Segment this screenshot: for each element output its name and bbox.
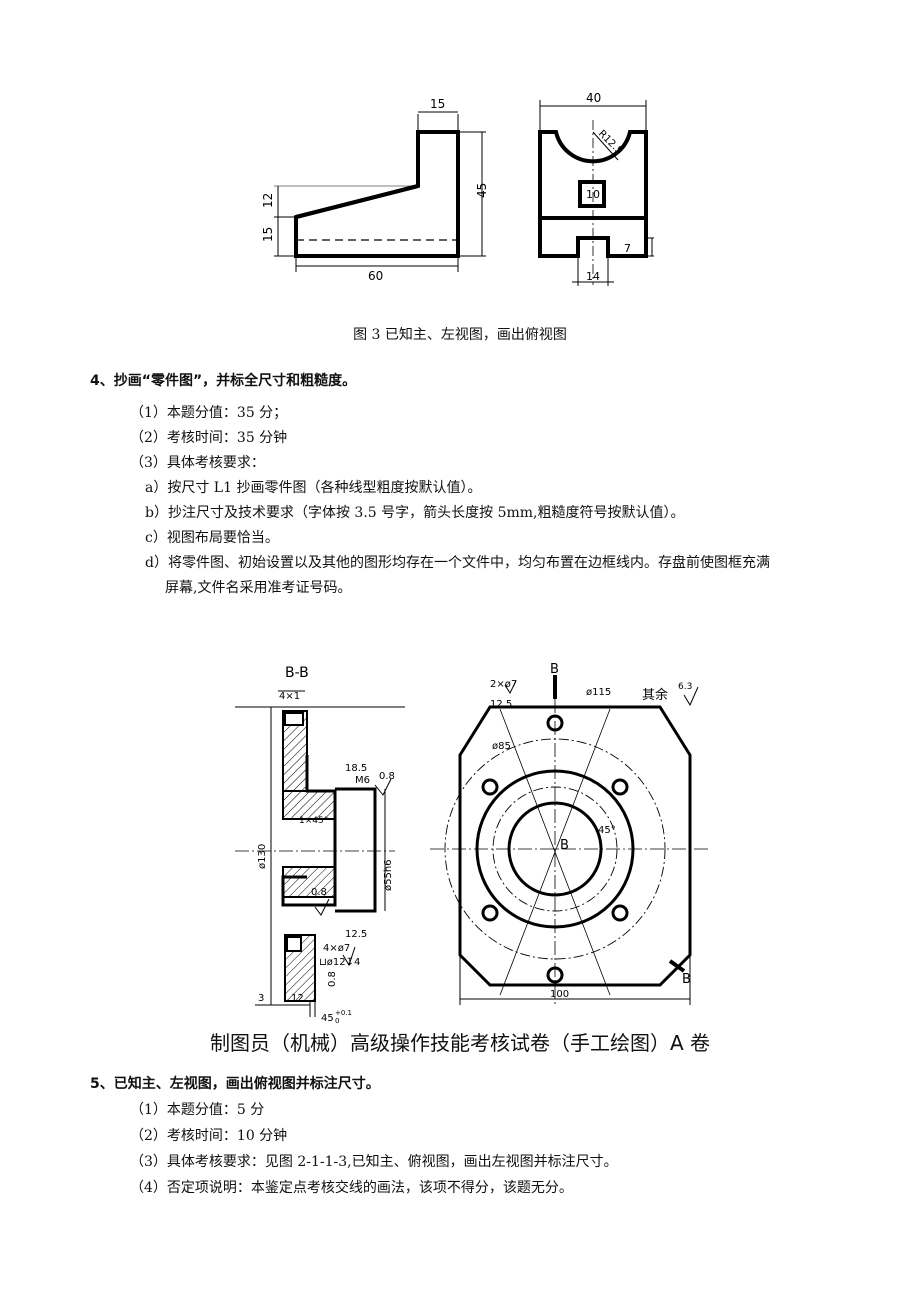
figure3-front-view: 15 45 12 15 60	[261, 97, 489, 283]
right-view-label-b: B	[550, 662, 559, 677]
dim-d130: ø130	[257, 844, 268, 869]
q5-item-2: （2）考核时间：10 分钟	[130, 1128, 288, 1144]
dim-3: 3	[258, 993, 264, 1004]
dim-1x45: 1×45°	[299, 816, 328, 826]
roughness-other-value: 6.3	[678, 682, 692, 692]
figure3-caption: 图 3 已知主、左视图，画出俯视图	[353, 327, 567, 343]
dim-100: 100	[550, 989, 569, 1000]
dim-0-8-c: 0.8	[327, 971, 338, 987]
roughness-other-label: 其余	[642, 687, 668, 703]
exam-title: 制图员（机械）高级操作技能考核试卷（手工绘图）A 卷	[209, 1031, 711, 1055]
dim-7: 7	[624, 242, 631, 255]
dim-45-lower-tol: 0	[335, 1017, 339, 1025]
q5-item-1: （1）本题分值：5 分	[130, 1102, 265, 1118]
dim-45: 45	[321, 1013, 334, 1024]
q5-item-4: （4）否定项说明：本鉴定点考核交线的画法，该项不得分，该题无分。	[130, 1180, 573, 1196]
q4-item-2: （2）考核时间：35 分钟	[130, 430, 288, 446]
q4-subitem-d: d）将零件图、初始设置以及其他的图形均存在一个文件中，均匀布置在边框线内。存盘前…	[145, 555, 770, 571]
q4-subitem-d-continued: 屏幕,文件名采用准考证号码。	[165, 580, 352, 596]
dim-18-5: 18.5	[345, 763, 367, 774]
dim-14: 14	[586, 270, 600, 283]
dim-12: 12	[261, 193, 275, 208]
q4-subitem-a: a）按尺寸 L1 抄画零件图（各种线型粗度按默认值）。	[145, 480, 482, 496]
section-label: B-B	[285, 665, 309, 681]
dim-2xd7: 2×ø7	[490, 679, 517, 690]
dim-4x1: 4×1	[279, 691, 300, 702]
dim-d85: ø85	[492, 741, 511, 752]
dim-0-8-a: 0.8	[379, 771, 395, 782]
dim-counterbore: ⊔ø12↧4	[319, 957, 360, 968]
dim-12-5-right: 12.5	[490, 699, 512, 710]
dim-4xd7: 4×ø7	[323, 943, 350, 954]
part-front-view: B 2×ø7 12.5 ø115 ø85 45° 其余 6.3 B 100 B	[430, 662, 710, 1005]
dim-m6: M6	[355, 775, 370, 786]
dim-40: 40	[586, 91, 601, 105]
dim-15-top: 15	[430, 97, 445, 111]
q5-item-3: （3）具体考核要求：见图 2-1-1-3,已知主、俯视图，画出左视图并标注尺寸。	[130, 1154, 618, 1170]
dim-d115: ø115	[586, 687, 611, 698]
dim-r12-5: R12.5	[596, 128, 624, 156]
q4-item-1: （1）本题分值：35 分；	[130, 405, 288, 421]
dim-60: 60	[368, 269, 383, 283]
q4-item-3: （3）具体考核要求：	[130, 455, 265, 471]
q4-subitem-b: b）抄注尺寸及技术要求（字体按 3.5 号字，箭头长度按 5mm,粗糙度符号按默…	[145, 505, 685, 521]
part-section-view: B-B 4×1 18.5 M6 0.8 1×45° ø130 ø55h6 0.8…	[235, 665, 405, 1025]
dim-0-8-b: 0.8	[311, 887, 327, 898]
dim-d55h6: ø55h6	[383, 859, 394, 891]
dim-45: 45	[475, 183, 489, 198]
q4-subitem-c: c）视图布局要恰当。	[145, 530, 279, 546]
dim-12-5: 12.5	[345, 929, 367, 940]
center-label-b: B	[560, 838, 569, 853]
question4-heading: 4、抄画“零件图”，并标全尺寸和粗糙度。	[90, 373, 357, 389]
dim-12: 12	[291, 993, 304, 1004]
dim-15-left: 15	[261, 227, 275, 242]
question5-heading: 5、已知主、左视图，画出俯视图并标注尺寸。	[90, 1076, 380, 1092]
dim-45-upper-tol: +0.1	[335, 1009, 352, 1017]
dim-10: 10	[586, 188, 600, 201]
figure3-side-view: 40 R12.5 10 7 14	[538, 91, 654, 286]
section-arrow-label-b: B	[682, 972, 691, 987]
dim-45deg: 45°	[598, 825, 616, 836]
